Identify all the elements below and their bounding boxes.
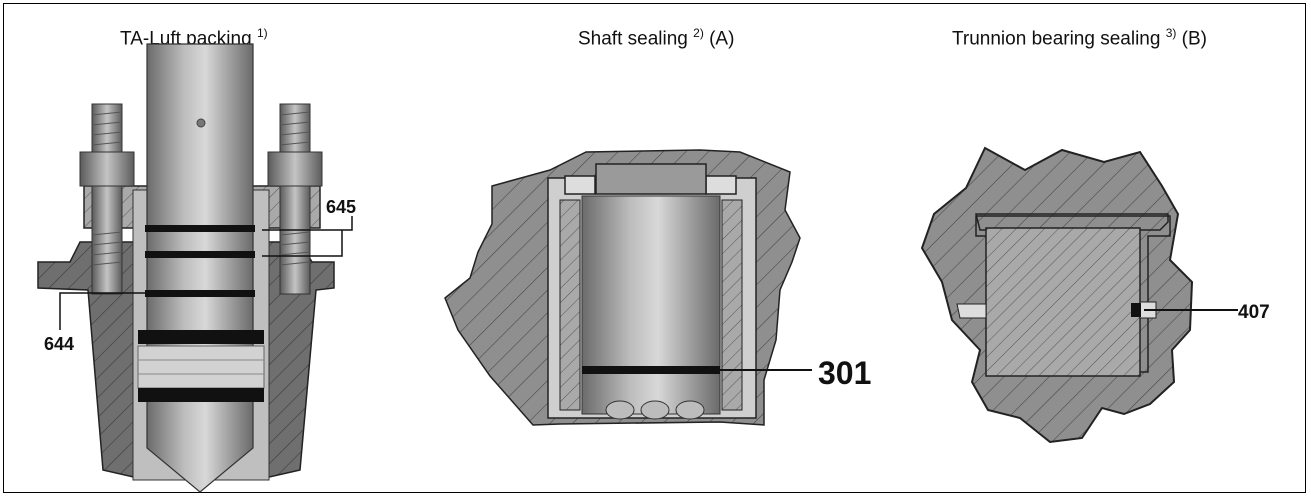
stud-bolt-left [91, 103, 123, 295]
panel-title-trunnion-bearing: Trunnion bearing sealing 3) (B) [952, 26, 1207, 50]
o-ring-301 [582, 366, 720, 374]
nut-right [267, 151, 323, 187]
seal-ring-407 [1131, 303, 1141, 317]
valve-shaft [146, 43, 254, 493]
packing-ring-2 [145, 251, 255, 258]
trunnion-bearing-drawing [920, 146, 1238, 444]
sealed-shaft [581, 195, 721, 415]
ta-luft-packing-drawing [37, 43, 353, 493]
nut-left [79, 151, 135, 187]
trunnion-journal [985, 227, 1141, 377]
packing-spacer [137, 345, 265, 389]
shaft-sealing-drawing [444, 149, 812, 426]
callout-644: 644 [44, 334, 74, 354]
shaft-pin-hole [196, 118, 206, 128]
callout-645: 645 [326, 197, 356, 217]
packing-ring-1 [145, 225, 255, 232]
callout-407: 407 [1238, 302, 1270, 323]
shaft-top-flange [595, 163, 707, 195]
packing-ring-5 [138, 388, 264, 402]
callout-301: 301 [818, 355, 871, 391]
packing-ring-4 [138, 330, 264, 344]
figure-frame [3, 3, 1306, 493]
packing-ring-3 [145, 290, 255, 297]
bushing-left [559, 199, 581, 411]
panel-title-shaft-sealing: Shaft sealing 2) (A) [578, 26, 735, 50]
bushing-right [721, 199, 743, 411]
